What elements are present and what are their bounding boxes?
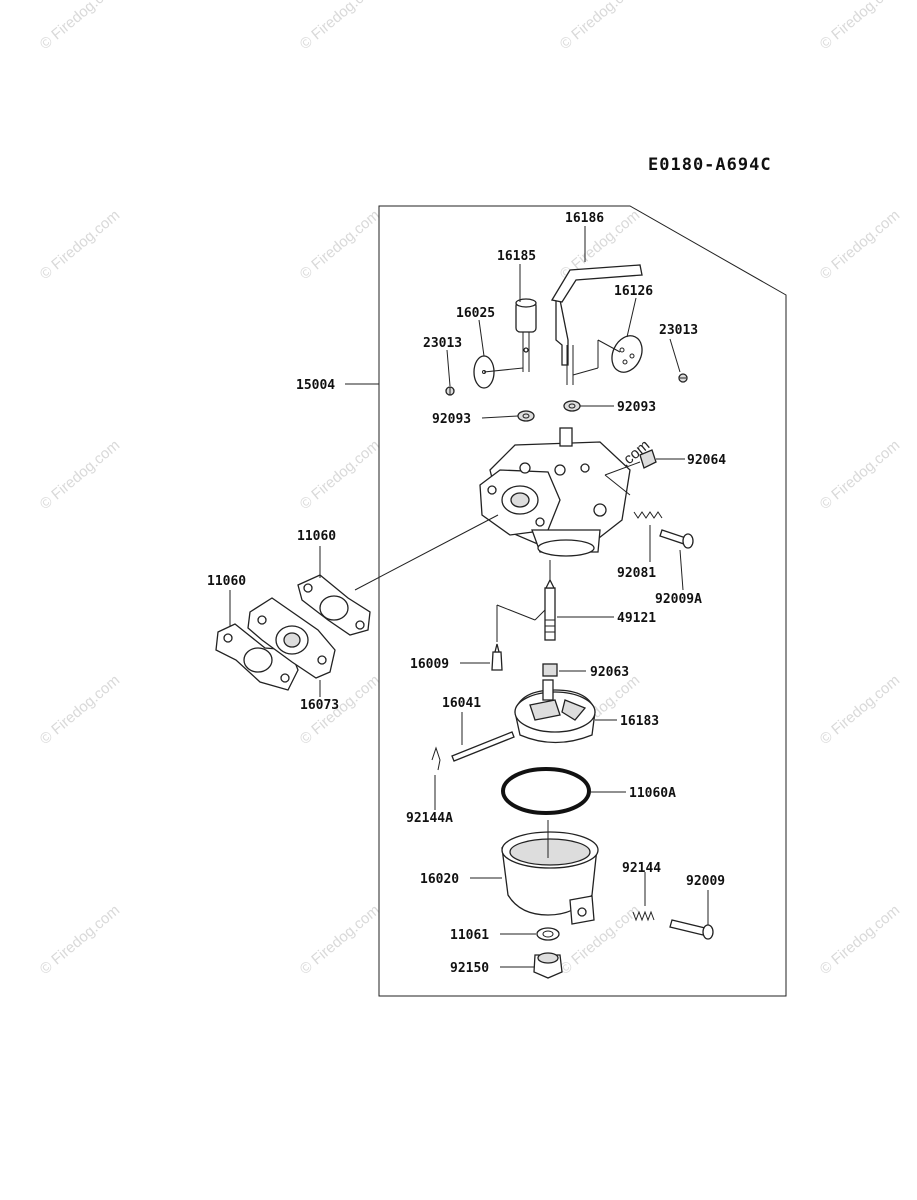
label-92009A: 92009A (655, 592, 702, 607)
watermark: © Firedog.com (817, 437, 903, 513)
label-16186: 16186 (565, 211, 604, 226)
label-16126: 16126 (614, 284, 653, 299)
watermark: © Firedog.com (817, 0, 903, 53)
watermark: © Firedog.com (297, 902, 383, 978)
label-16041: 16041 (442, 696, 481, 711)
label-16020: 16020 (420, 872, 459, 887)
label-11060A: 11060A (629, 786, 676, 801)
watermark: © Firedog.com (297, 437, 383, 513)
label-92093-right: 92093 (617, 400, 656, 415)
label-92064: 92064 (687, 453, 726, 468)
float-16183 (514, 679, 596, 744)
label-15004: 15004 (296, 378, 335, 393)
assembly-outline (378, 205, 787, 997)
label-92144: 92144 (622, 861, 661, 876)
gasket-11060-back (297, 574, 371, 636)
nozzle-92064 (639, 449, 657, 469)
leader-lines (229, 226, 709, 968)
label-16009: 16009 (410, 657, 449, 672)
needle-valve-16009 (491, 643, 503, 671)
choke-valve-16126 (611, 335, 643, 373)
choke-lever-16186 (550, 264, 643, 385)
drain-bolt-92150 (533, 952, 563, 979)
spring-92144 (632, 910, 655, 922)
gasket-11060-front (215, 623, 299, 691)
float-pin-16041 (451, 731, 515, 762)
label-92081: 92081 (617, 566, 656, 581)
label-92150: 92150 (450, 961, 489, 976)
float-chamber-16020 (501, 831, 599, 925)
label-92093-left: 92093 (432, 412, 471, 427)
label-16025: 16025 (456, 306, 495, 321)
watermark: © Firedog.com (297, 0, 383, 53)
insulator-16073 (247, 597, 336, 679)
label-11060-left: 11060 (207, 574, 246, 589)
watermark: © Firedog.com (817, 207, 903, 283)
diagram-code: E0180-A694C (648, 155, 772, 175)
screw-92009 (669, 919, 714, 940)
o-ring-11060A (501, 767, 591, 815)
seal-92093-left (517, 410, 535, 422)
watermark: © Firedog.com (37, 207, 123, 283)
label-92063: 92063 (590, 665, 629, 680)
label-92009: 92009 (686, 874, 725, 889)
spring-92081 (633, 511, 663, 519)
seal-92093-right (563, 400, 581, 412)
watermark: © Firedog.com (557, 902, 643, 978)
label-11061: 11061 (450, 928, 489, 943)
gasket-11061 (536, 927, 560, 941)
part-labels: 16186 16185 16025 16126 23013 23013 1500… (207, 211, 726, 976)
clip-92144A (431, 746, 441, 771)
screw-23013-left (445, 386, 455, 396)
label-92144A: 92144A (406, 811, 453, 826)
throttle-shaft-16185 (515, 298, 537, 372)
watermark: © Firedog.com (297, 207, 383, 283)
screw-23013-right (678, 373, 688, 383)
label-16183: 16183 (620, 714, 659, 729)
label-23013-left: 23013 (423, 336, 462, 351)
label-23013-right: 23013 (659, 323, 698, 338)
watermark: © Firedog.com (37, 902, 123, 978)
label-49121: 49121 (617, 611, 656, 626)
carburetor-body (479, 427, 631, 557)
main-nozzle-49121 (544, 578, 556, 641)
label-11060-right: 11060 (297, 529, 336, 544)
watermark: © Firedog.com (37, 0, 123, 53)
main-jet-92063 (542, 663, 558, 677)
watermark: © Firedog.com (37, 437, 123, 513)
screw-92009A (659, 529, 694, 549)
watermark: © Firedog.com (557, 0, 643, 53)
watermark: © Firedog.com (37, 672, 123, 748)
watermark-layer: © Firedog.com © Firedog.com © Firedog.co… (37, 0, 903, 978)
watermark: © Firedog.com (817, 902, 903, 978)
watermark: © Firedog.com (817, 672, 903, 748)
label-16073: 16073 (300, 698, 339, 713)
label-16185: 16185 (497, 249, 536, 264)
